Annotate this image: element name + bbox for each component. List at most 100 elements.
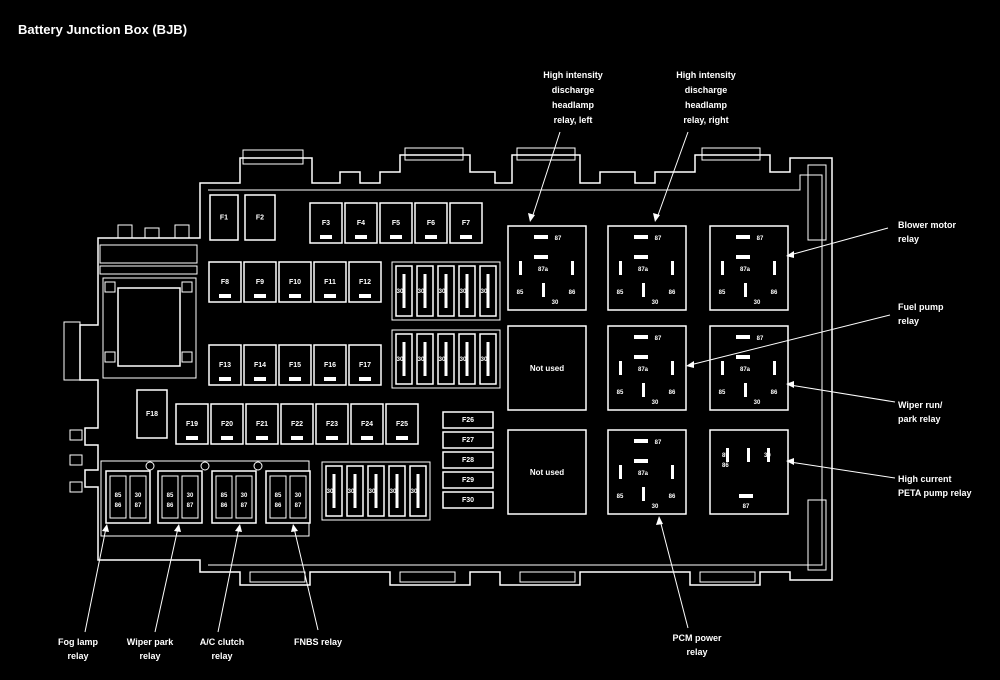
fuse-f19: F19 [175, 403, 209, 445]
callout-ac-clutch-line: relay [211, 651, 232, 661]
callout-fnbs: FNBS relay [294, 637, 342, 647]
fuse-f22: F22 [280, 403, 314, 445]
fuse-tab [186, 436, 198, 440]
mini-fuse-block [321, 461, 431, 521]
fuse-f29: F29 [442, 471, 494, 489]
relay-pin [634, 439, 648, 443]
mini-fuse-label: 30 [411, 489, 418, 495]
relay-pin-label: 85 [517, 290, 524, 296]
relay-pin-label: 86 [669, 290, 676, 296]
fuse-f30: F30 [442, 491, 494, 509]
mini-fuse: 30 [395, 333, 413, 385]
relay-pin [642, 283, 645, 297]
relay-pin [634, 355, 648, 359]
fuse-body [136, 389, 168, 439]
relay-slot [507, 325, 587, 411]
mini-relay-slot [109, 475, 127, 519]
fuse-f26: F26 [442, 411, 494, 429]
relay-pin [634, 335, 648, 339]
relay-pin-label: 87a [538, 267, 549, 273]
fuse-tab [324, 377, 336, 381]
fuse-tab [359, 294, 371, 298]
fuse-label: F11 [324, 279, 336, 286]
fuse-f6: F6 [414, 202, 448, 244]
relay-pin-label: 87a [740, 367, 751, 373]
mini-relay-slot [235, 475, 253, 519]
mini-fuse: 30 [437, 333, 455, 385]
fuse-f20: F20 [210, 403, 244, 445]
fuse-label: F21 [256, 421, 268, 428]
mini-relay-pin: 85 [275, 493, 282, 499]
fuse-label: F15 [289, 362, 301, 369]
relay-pin [736, 355, 750, 359]
mini-fuse: 30 [395, 265, 413, 317]
callout-hid-left-line: High intensity [543, 70, 603, 80]
mini-relay-pin: 87 [241, 503, 248, 509]
relay-pin [773, 361, 776, 375]
callout-fog-lamp-line: relay [67, 651, 88, 661]
clip-hole [145, 461, 155, 471]
fuse-f8: F8 [208, 261, 242, 303]
fuse-f2: F2 [244, 194, 276, 241]
mini-fuse: 30 [325, 465, 343, 517]
mini-relay-pin: 85 [167, 493, 174, 499]
callout-peta-pump-line: PETA pump relay [898, 488, 972, 498]
mini-fuse-label: 30 [369, 489, 376, 495]
fuse-f7: F7 [449, 202, 483, 244]
fuse-tab [326, 436, 338, 440]
fuse-f1: F1 [209, 194, 239, 241]
fuse-label: F20 [221, 421, 233, 428]
fuse-tab [254, 377, 266, 381]
mini-fuse-label: 30 [418, 357, 425, 363]
relay-pin [634, 235, 648, 239]
fuse-label: F18 [146, 411, 158, 418]
relay-pin-label: 85 [719, 390, 726, 396]
mini-relay-pin: 30 [187, 493, 194, 499]
relay-pin-label: 85 [617, 494, 624, 500]
fuse-label: F2 [256, 215, 264, 222]
mini-relay-pin: 85 [221, 493, 228, 499]
mini-relay-pin: 87 [187, 503, 194, 509]
fuse-label: F8 [221, 279, 229, 286]
relay-pin [747, 448, 750, 462]
callout-fuel-pump-line: Fuel pump [898, 302, 944, 312]
mini-relay-body [265, 470, 311, 524]
relay-pin [721, 261, 724, 275]
fuse-body [244, 194, 276, 241]
relay-pin-label: 86 [569, 290, 576, 296]
mini-fuse-label: 30 [439, 289, 446, 295]
fuse-tab [361, 436, 373, 440]
mini-relay-pin: 86 [275, 503, 282, 509]
relay-pin-label: 30 [754, 300, 761, 306]
fuse-label: F23 [326, 421, 338, 428]
mini-fuse: 30 [416, 333, 434, 385]
mini-fuse: 30 [458, 265, 476, 317]
relay-pin [619, 361, 622, 375]
relay-pin [721, 361, 724, 375]
mini-fuse-element [444, 342, 448, 376]
fuse-label: F19 [186, 421, 198, 428]
fuse-f25: F25 [385, 403, 419, 445]
fuse-body [442, 491, 494, 509]
relay-pin [634, 255, 648, 259]
fuse-f11: F11 [313, 261, 347, 303]
relay-pin-label: 85 [617, 390, 624, 396]
fuse-f23: F23 [315, 403, 349, 445]
fuse-f28: F28 [442, 451, 494, 469]
callout-wiper-run-line: Wiper run/ [898, 400, 943, 410]
relay-pin-label: 87 [757, 336, 764, 342]
